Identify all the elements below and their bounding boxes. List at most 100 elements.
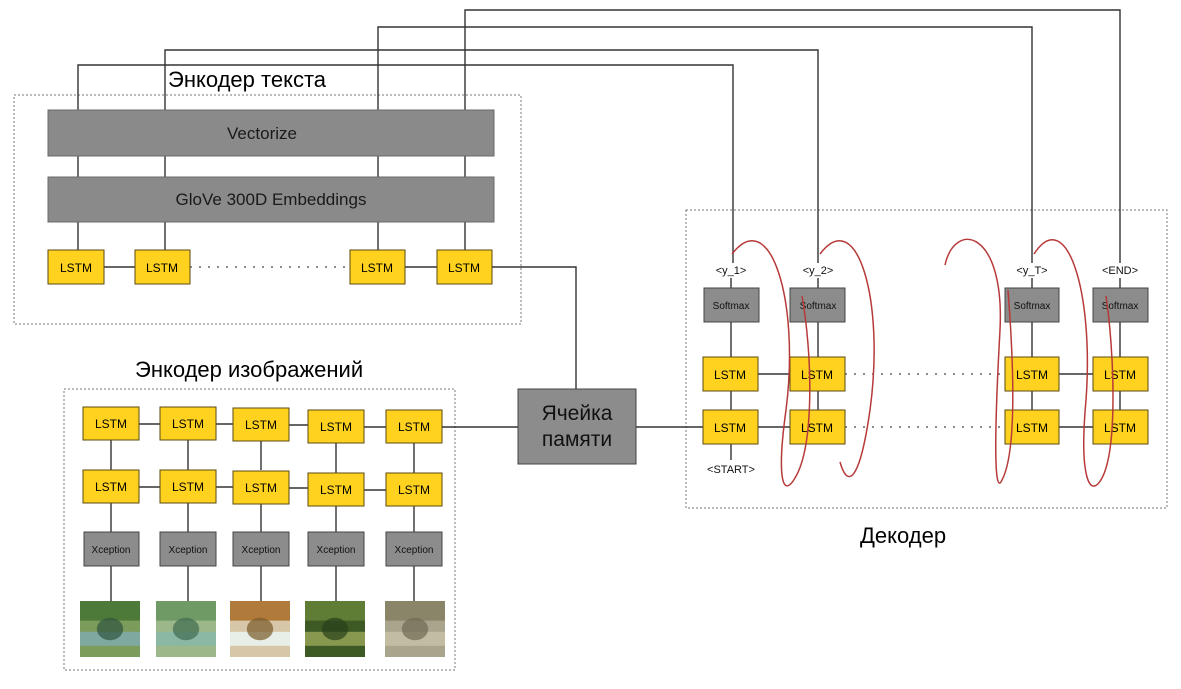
output-token-2: <y_2> — [803, 265, 834, 277]
softmax-label: Softmax — [1014, 301, 1051, 312]
lstm-label: LSTM — [1016, 368, 1048, 382]
image-lstm-bottom-5 — [385, 472, 443, 507]
decoder-lstm-top-3 — [1004, 356, 1060, 392]
text-encoder-frame — [13, 94, 522, 325]
xception-label: Xception — [242, 545, 281, 556]
lstm-label: LSTM — [320, 420, 352, 434]
output-token-t: <y_T> — [1016, 265, 1047, 277]
output-token-end: <END> — [1102, 265, 1138, 277]
output-token-1: <y_1> — [716, 265, 747, 277]
decoder-lstm-top-1 — [702, 356, 759, 392]
lstm-label: LSTM — [1016, 421, 1048, 435]
vectorize-block — [47, 109, 495, 157]
image-lstm-top-2 — [159, 406, 217, 441]
text-lstm-1 — [47, 249, 105, 285]
image-lstm-bottom-2 — [159, 469, 217, 504]
softmax-block-1 — [703, 287, 760, 323]
softmax-label: Softmax — [1102, 301, 1139, 312]
xception-label: Xception — [317, 545, 356, 556]
start-token: <START> — [707, 464, 755, 476]
decoder-lstm-bottom-4 — [1092, 409, 1149, 445]
text-encoder: Энкодер текста Vectorize GloVe 300D Embe… — [47, 67, 577, 389]
xception-block-1 — [83, 531, 140, 567]
image-lstm-bottom-3 — [232, 470, 290, 505]
xception-label: Xception — [395, 545, 434, 556]
image-lstm-top-3 — [232, 407, 290, 442]
image-lstm-bottom-1 — [82, 469, 140, 504]
lstm-label: LSTM — [245, 481, 277, 495]
memory-cell-block — [517, 388, 637, 465]
xception-label: Xception — [92, 545, 131, 556]
image-pavilion — [230, 601, 290, 657]
lstm-label: LSTM — [95, 417, 127, 431]
text-lstm-3 — [349, 249, 406, 285]
image-lstm-bottom-4 — [307, 472, 365, 507]
text-encoder-title: Энкодер текста — [168, 67, 327, 92]
lstm-label: LSTM — [60, 261, 92, 275]
lstm-label: LSTM — [448, 261, 480, 275]
lstm-label: LSTM — [361, 261, 393, 275]
feedback-loop-1 — [731, 240, 811, 487]
feedback-wire-2 — [164, 49, 819, 263]
lstm-label: LSTM — [801, 368, 833, 382]
decoder: Декодер <y_1> <y_2> <y_T> <END> Softmax … — [702, 238, 1149, 548]
text-to-memory-wire — [492, 266, 577, 389]
image-rock-surface — [385, 601, 445, 657]
lstm-label: LSTM — [320, 483, 352, 497]
embeddings-label: GloVe 300D Embeddings — [176, 190, 367, 209]
xception-block-2 — [159, 531, 217, 567]
feedback-wire-1 — [77, 64, 734, 263]
softmax-label: Softmax — [800, 301, 837, 312]
feedback-wires — [77, 9, 1121, 263]
xception-label: Xception — [169, 545, 208, 556]
softmax-label: Softmax — [713, 301, 750, 312]
embeddings-block — [47, 176, 495, 223]
image-encoder-title: Энкодер изображений — [135, 357, 363, 382]
lstm-label: LSTM — [1104, 421, 1136, 435]
input-images — [80, 601, 445, 657]
feedback-loop-4 — [1033, 239, 1114, 487]
text-lstm-2 — [134, 249, 191, 285]
softmax-block-4 — [1092, 287, 1149, 323]
lstm-label: LSTM — [146, 261, 178, 275]
image-river-rocks — [80, 601, 140, 657]
feedback-wire-4 — [464, 9, 1121, 263]
lstm-label: LSTM — [172, 417, 204, 431]
image-lstm-top-1 — [82, 406, 140, 441]
image-encoder: Энкодер изображений LSTM LSTM LSTM — [80, 357, 518, 657]
xception-block-3 — [232, 531, 290, 567]
image-tree — [305, 601, 365, 657]
lstm-label: LSTM — [714, 368, 746, 382]
memory-cell-line-1: Ячейка — [542, 402, 613, 425]
lstm-label: LSTM — [801, 421, 833, 435]
feedback-loop-2 — [819, 240, 875, 478]
vectorize-label: Vectorize — [227, 124, 297, 143]
decoder-lstm-bottom-3 — [1004, 409, 1060, 445]
memory-cell: Ячейка памяти — [517, 388, 703, 465]
image-lake-hills — [156, 601, 216, 657]
feedback-wire-3 — [377, 26, 1033, 263]
softmax-block-3 — [1004, 287, 1060, 323]
image-lstm-top-5 — [385, 409, 443, 444]
decoder-frame — [685, 209, 1168, 509]
decoder-lstm-bottom-1 — [702, 409, 759, 445]
xception-block-5 — [385, 531, 443, 567]
lstm-label: LSTM — [714, 421, 746, 435]
decoder-lstm-top-2 — [789, 356, 846, 392]
decoder-lstm-bottom-2 — [789, 409, 846, 445]
xception-block-4 — [307, 531, 365, 567]
text-lstm-4 — [436, 249, 493, 285]
lstm-label: LSTM — [245, 418, 277, 432]
feedback-loop-3 — [944, 238, 1014, 484]
softmax-block-2 — [789, 287, 846, 323]
decoder-title: Декодер — [860, 523, 946, 548]
lstm-label: LSTM — [398, 420, 430, 434]
image-lstm-top-4 — [307, 409, 365, 444]
lstm-label: LSTM — [172, 480, 204, 494]
lstm-label: LSTM — [95, 480, 127, 494]
lstm-label: LSTM — [398, 483, 430, 497]
memory-cell-line-2: памяти — [542, 428, 612, 451]
decoder-lstm-top-4 — [1092, 356, 1149, 392]
lstm-label: LSTM — [1104, 368, 1136, 382]
